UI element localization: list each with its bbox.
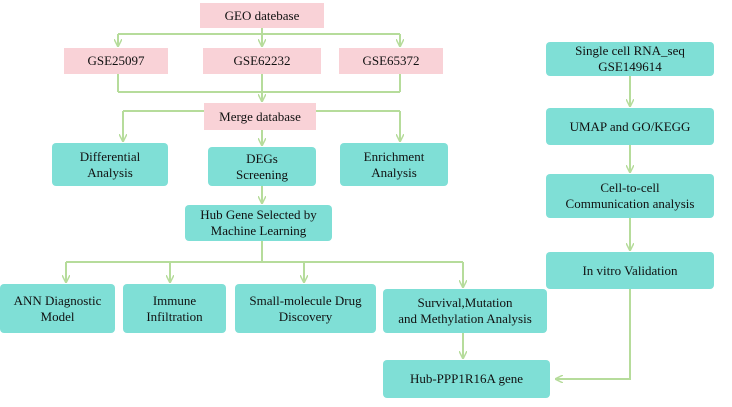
survival-analysis-node: Survival,Mutation and Methylation Analys… [383,289,547,333]
geo-database-node: GEO datebase [200,3,324,28]
differential-analysis-node: Differential Analysis [52,143,168,186]
gse25097-node: GSE25097 [64,48,168,74]
immune-infiltration-node: Immune Infiltration [123,284,226,333]
hub-ppp1r16a-node: Hub-PPP1R16A gene [383,360,550,398]
single-cell-node: Single cell RNA_seq GSE149614 [546,42,714,76]
cell-communication-node: Cell-to-cell Communication analysis [546,174,714,218]
hub-gene-node: Hub Gene Selected by Machine Learning [185,205,332,241]
umap-go-kegg-node: UMAP and GO/KEGG [546,108,714,145]
enrichment-analysis-node: Enrichment Analysis [340,143,448,186]
small-molecule-node: Small-molecule Drug Discovery [235,284,376,333]
in-vitro-validation-node: In vitro Validation [546,252,714,289]
gse65372-node: GSE65372 [339,48,443,74]
merge-database-node: Merge database [204,103,316,130]
degs-screening-node: DEGs Screening [208,147,316,186]
ann-diagnostic-node: ANN Diagnostic Model [0,284,115,333]
arrow-validation-to-hub-ppp [556,289,631,379]
gse62232-node: GSE62232 [203,48,321,74]
